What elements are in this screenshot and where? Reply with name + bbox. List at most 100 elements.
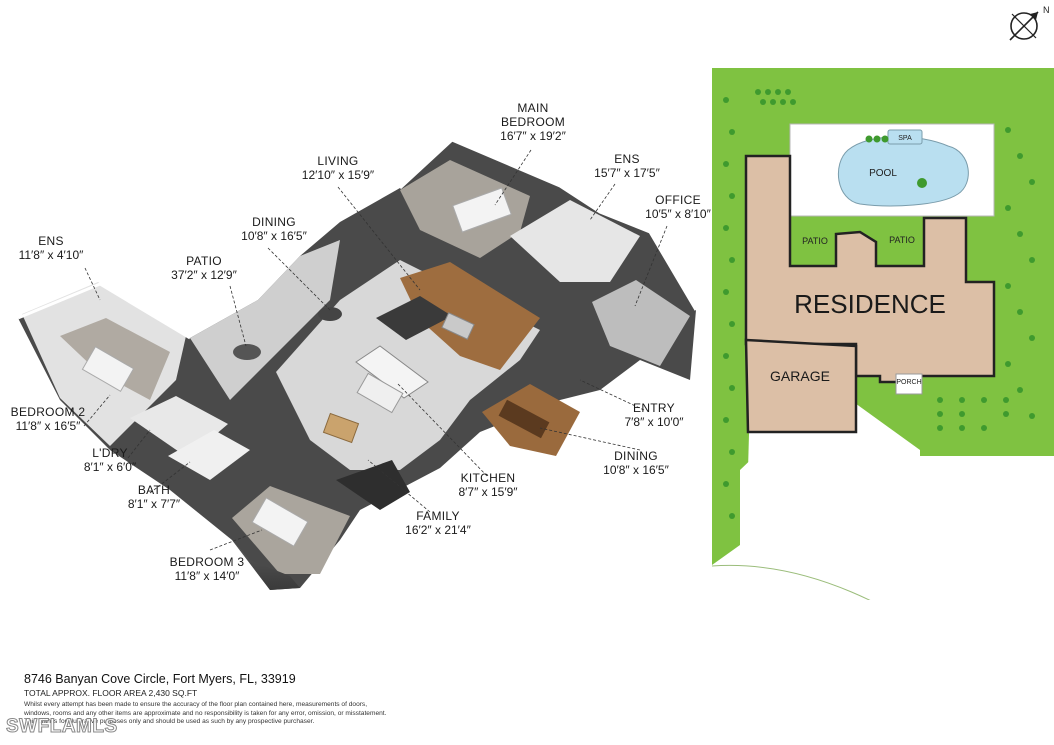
tree <box>937 425 943 431</box>
tree <box>981 425 987 431</box>
room-dimensions: 8′1″ x 6′0″ <box>83 459 137 474</box>
trees <box>723 89 1035 519</box>
tree <box>790 99 796 105</box>
property-address: 8746 Banyan Cove Circle, Fort Myers, FL,… <box>24 672 296 686</box>
label-family: FAMILY 16′2″ x 21′4″ <box>396 509 480 538</box>
tree <box>1029 257 1035 263</box>
label-dining-right: DINING 10′8″ x 16′5″ <box>592 449 680 478</box>
north-label: N <box>1043 5 1050 15</box>
office-floor <box>592 280 690 366</box>
tree <box>755 89 761 95</box>
porch-label: PORCH <box>896 379 921 386</box>
label-patio: PATIO 37′2″ x 12′9″ <box>164 254 244 283</box>
tree <box>723 417 729 423</box>
bed-2 <box>81 346 135 392</box>
laundry-floor <box>168 430 250 480</box>
disclaimer: Whilst every attempt has been made to en… <box>24 701 484 727</box>
tree <box>729 513 735 519</box>
garage-footprint <box>744 338 858 434</box>
room-dimensions: 8′7″ x 15′9″ <box>458 484 518 499</box>
patio-table <box>233 344 261 360</box>
tree <box>1017 309 1023 315</box>
room-dimensions: 10′8″ x 16′5″ <box>241 228 307 243</box>
patio-floor <box>190 240 340 400</box>
room-name: PATIO <box>186 254 222 268</box>
room-name: ENS <box>614 152 640 166</box>
tree <box>785 89 791 95</box>
tree <box>1017 153 1023 159</box>
tree <box>981 397 987 403</box>
room-dimensions: 12′10″ x 15′9″ <box>301 167 375 182</box>
disclaimer-line: Whilst every attempt has been made to en… <box>24 701 368 708</box>
tree <box>729 321 735 327</box>
room-dimensions: 7′8″ x 10′0″ <box>624 414 684 429</box>
sofa <box>356 372 404 414</box>
tree <box>723 353 729 359</box>
spa <box>887 129 923 145</box>
kitchen-dark-floor <box>336 460 410 510</box>
room-name: FAMILY <box>416 509 460 523</box>
room-name: BEDROOM <box>500 114 566 129</box>
room-name: BEDROOM 2 <box>10 405 86 419</box>
patio-right-label: PATIO <box>889 235 915 245</box>
room-name: DINING <box>252 215 296 229</box>
label-main-bedroom: MAIN BEDROOM 16′7″ x 19′2″ <box>488 101 578 143</box>
room-name: BATH <box>137 483 171 497</box>
room-name: ENS <box>38 234 64 248</box>
room-name: DINING <box>614 449 658 463</box>
tree <box>765 89 771 95</box>
living-wood-floor <box>400 262 540 370</box>
footer: 8746 Banyan Cove Circle, Fort Myers, FL,… <box>24 672 484 727</box>
coffee-table <box>322 412 360 444</box>
tree <box>723 97 729 103</box>
room-dimensions: 11′8″ x 14′0″ <box>174 568 240 583</box>
disclaimer-line: This plan is for illustrative purposes o… <box>24 718 315 726</box>
residence-footprint <box>744 154 996 384</box>
north-arrow-icon: N <box>1009 5 1050 41</box>
main-bed <box>452 187 512 233</box>
porch <box>895 373 923 395</box>
leader-lines <box>83 149 668 551</box>
living-table <box>441 312 475 340</box>
label-office: OFFICE 10′5″ x 8′10″ <box>636 193 720 222</box>
tree <box>1017 231 1023 237</box>
room-name: BEDROOM 3 <box>169 555 245 569</box>
pool <box>837 136 969 207</box>
disclaimer-line: windows, rooms and any other items are a… <box>24 709 387 717</box>
label-bedroom3: BEDROOM 3 11′8″ x 14′0″ <box>162 555 252 584</box>
tree <box>723 225 729 231</box>
label-entry: ENTRY 7′8″ x 10′0″ <box>614 401 694 430</box>
label-living: LIVING 12′10″ x 15′9″ <box>290 154 386 183</box>
tree <box>760 99 766 105</box>
room-name: MAIN <box>517 101 549 115</box>
tree <box>729 449 735 455</box>
label-laundry: L'DRY 8′1″ x 6′0″ <box>70 446 150 475</box>
tree <box>723 481 729 487</box>
label-bath: BATH 8′1″ x 7′7″ <box>114 483 194 512</box>
tree <box>1005 205 1011 211</box>
room-dimensions: 11′8″ x 16′5″ <box>15 418 81 433</box>
tree <box>729 129 735 135</box>
tree <box>1005 127 1011 133</box>
bed-3 <box>251 497 309 547</box>
tree <box>1029 179 1035 185</box>
floor-area: TOTAL APPROX. FLOOR AREA 2,430 SQ.FT <box>24 688 198 698</box>
tree <box>780 99 786 105</box>
house-shell <box>17 138 698 590</box>
residence-label: RESIDENCE <box>794 289 946 319</box>
tree <box>723 289 729 295</box>
garage-label: GARAGE <box>770 368 830 384</box>
road <box>712 565 870 600</box>
room-dimensions: 11′8″ x 4′10″ <box>18 247 84 262</box>
label-ens-left: ENS 11′8″ x 4′10″ <box>8 234 94 263</box>
tree <box>1005 283 1011 289</box>
label-kitchen: KITCHEN 8′7″ x 15′9″ <box>448 471 528 500</box>
tree <box>770 99 776 105</box>
floor-plan-3d <box>17 138 698 590</box>
tree <box>775 89 781 95</box>
tree <box>729 193 735 199</box>
tree <box>729 385 735 391</box>
tree <box>723 161 729 167</box>
tree <box>729 257 735 263</box>
tree <box>1029 413 1035 419</box>
